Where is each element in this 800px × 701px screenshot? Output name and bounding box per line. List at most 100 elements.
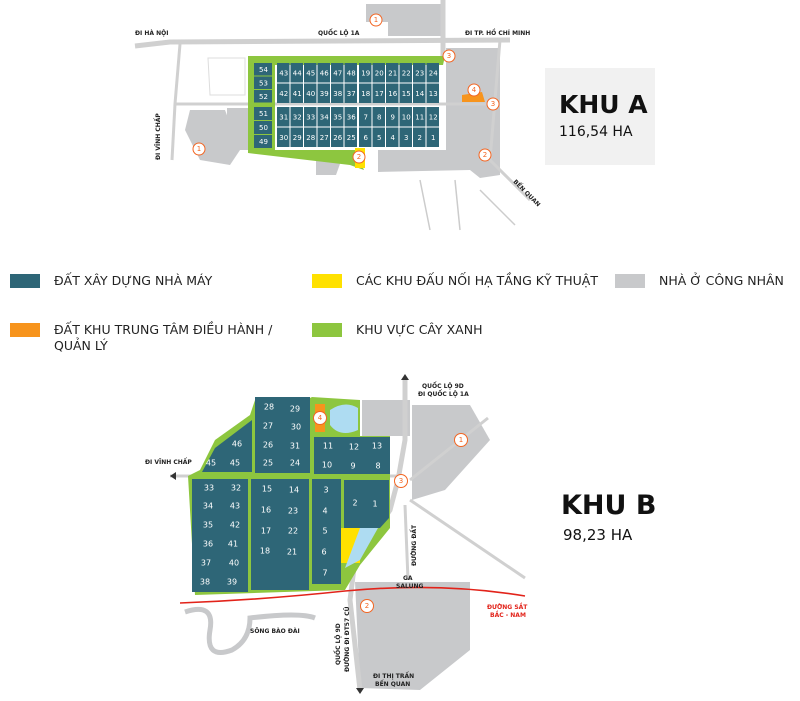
housing-area bbox=[355, 582, 470, 690]
lot-number: 54 bbox=[259, 66, 268, 74]
marker-circle bbox=[192, 142, 206, 156]
factory-block bbox=[255, 397, 310, 473]
factory-lot bbox=[254, 90, 272, 103]
lot-number: 28 bbox=[264, 403, 274, 412]
housing-area bbox=[366, 4, 442, 36]
road bbox=[419, 179, 516, 231]
label-station2: SALUNG bbox=[396, 583, 423, 590]
factory-lot bbox=[290, 83, 303, 103]
factory-lot bbox=[290, 63, 303, 83]
lot-number: 29 bbox=[293, 134, 302, 142]
lot-number: 42 bbox=[230, 521, 240, 530]
lot-number: 52 bbox=[259, 93, 268, 101]
road bbox=[207, 57, 246, 96]
legend-item-housing: NHÀ Ở CÔNG NHÂN bbox=[615, 273, 784, 289]
housing-area bbox=[412, 405, 490, 500]
lot-number: 35 bbox=[333, 113, 342, 121]
legend-swatch bbox=[10, 274, 40, 288]
khu-b-title: KHU B bbox=[561, 490, 657, 521]
lot-number: 24 bbox=[290, 459, 300, 468]
marker-circle bbox=[486, 97, 500, 111]
lot-number: 15 bbox=[262, 485, 272, 494]
factory-lot bbox=[426, 83, 439, 103]
road-quoc-lo-1a bbox=[134, 37, 511, 49]
lot-number: 18 bbox=[361, 90, 370, 98]
lot-number: 37 bbox=[347, 90, 356, 98]
label-south-road1: QUỐC LỘ 9D bbox=[334, 623, 342, 665]
factory-lot bbox=[317, 83, 330, 103]
factory-lot bbox=[372, 83, 385, 103]
legend-label: ĐẤT KHU TRUNG TÂM ĐIỀU HÀNH / QUẢN LÝ bbox=[54, 322, 273, 353]
label-north2: ĐI QUỐC LỘ 1A bbox=[418, 390, 469, 398]
factory-lot bbox=[399, 63, 412, 83]
legend-label: CÁC KHU ĐẤU NỐI HẠ TẦNG KỸ THUẬT bbox=[356, 273, 598, 288]
lot-number: 9 bbox=[350, 462, 355, 471]
lot-number: 14 bbox=[289, 486, 299, 495]
marker-number: 3 bbox=[491, 100, 495, 108]
label-south2: BẾN QUAN bbox=[375, 680, 410, 688]
lot-number: 38 bbox=[200, 578, 210, 587]
lot-number: 39 bbox=[320, 90, 329, 98]
lot-number: 16 bbox=[388, 90, 397, 98]
lot-number: 23 bbox=[415, 69, 424, 77]
lot-number: 46 bbox=[320, 69, 329, 77]
lot-number: 33 bbox=[204, 484, 214, 493]
factory-lot bbox=[277, 107, 290, 127]
marker-number: 1 bbox=[374, 16, 378, 24]
factory-lot bbox=[372, 63, 385, 83]
factory-lot bbox=[344, 63, 357, 83]
lot-number: 11 bbox=[323, 442, 333, 451]
factory-lot bbox=[386, 107, 399, 127]
factory-lot bbox=[413, 63, 426, 83]
khu-a-info: KHU A 116,54 HA bbox=[545, 68, 655, 165]
marker-number: 2 bbox=[357, 153, 361, 161]
lot-number: 40 bbox=[229, 559, 239, 568]
lot-number: 27 bbox=[263, 422, 273, 431]
lot-number: 48 bbox=[347, 69, 356, 77]
factory-lot bbox=[413, 127, 426, 147]
factory-lot bbox=[344, 127, 357, 147]
lot-number: 7 bbox=[364, 113, 368, 121]
marker-number: 3 bbox=[399, 477, 403, 485]
lot-number: 53 bbox=[259, 79, 268, 87]
factory-lot bbox=[372, 127, 385, 147]
factory-lot bbox=[254, 135, 272, 148]
label-west: ĐI VĨNH CHẤP bbox=[145, 458, 192, 466]
lot-number: 38 bbox=[333, 90, 342, 98]
factory-lot bbox=[331, 83, 344, 103]
lot-number: 10 bbox=[322, 461, 332, 470]
river bbox=[184, 606, 316, 655]
factory-block bbox=[192, 479, 248, 592]
factory-lot bbox=[304, 127, 317, 147]
lot-number: 8 bbox=[375, 462, 380, 471]
marker-circle bbox=[369, 13, 383, 27]
lot-number: 22 bbox=[288, 527, 298, 536]
factory-lot bbox=[254, 121, 272, 134]
lot-number: 37 bbox=[201, 559, 211, 568]
factory-lot bbox=[359, 83, 372, 103]
lot-number: 43 bbox=[279, 69, 288, 77]
lot-number: 26 bbox=[333, 134, 342, 142]
lot-number: 15 bbox=[402, 90, 411, 98]
lot-number: 36 bbox=[347, 113, 356, 121]
legend-label: ĐẤT XÂY DỰNG NHÀ MÁY bbox=[54, 273, 213, 288]
railway-bac-nam bbox=[179, 586, 526, 604]
label-railway1: ĐƯỜNG SẮT bbox=[487, 603, 528, 611]
factory-lot bbox=[331, 107, 344, 127]
factory-lot bbox=[277, 63, 290, 83]
factory-block bbox=[314, 437, 390, 474]
lot-number: 2 bbox=[352, 499, 357, 508]
legend-item-factory: ĐẤT XÂY DỰNG NHÀ MÁY bbox=[10, 273, 212, 289]
khu-b-area: 98,23 HA bbox=[563, 526, 633, 544]
factory-lot bbox=[399, 107, 412, 127]
legend-swatch bbox=[10, 323, 40, 337]
factory-lot bbox=[386, 63, 399, 83]
lot-number: 47 bbox=[333, 69, 342, 77]
factory-lot bbox=[331, 63, 344, 83]
lot-number: 8 bbox=[377, 113, 381, 121]
lot-number: 5 bbox=[322, 527, 327, 536]
label-southeast: BẾN QUAN bbox=[512, 178, 543, 209]
label-southwest: ĐI VĨNH CHẤP bbox=[154, 113, 162, 160]
